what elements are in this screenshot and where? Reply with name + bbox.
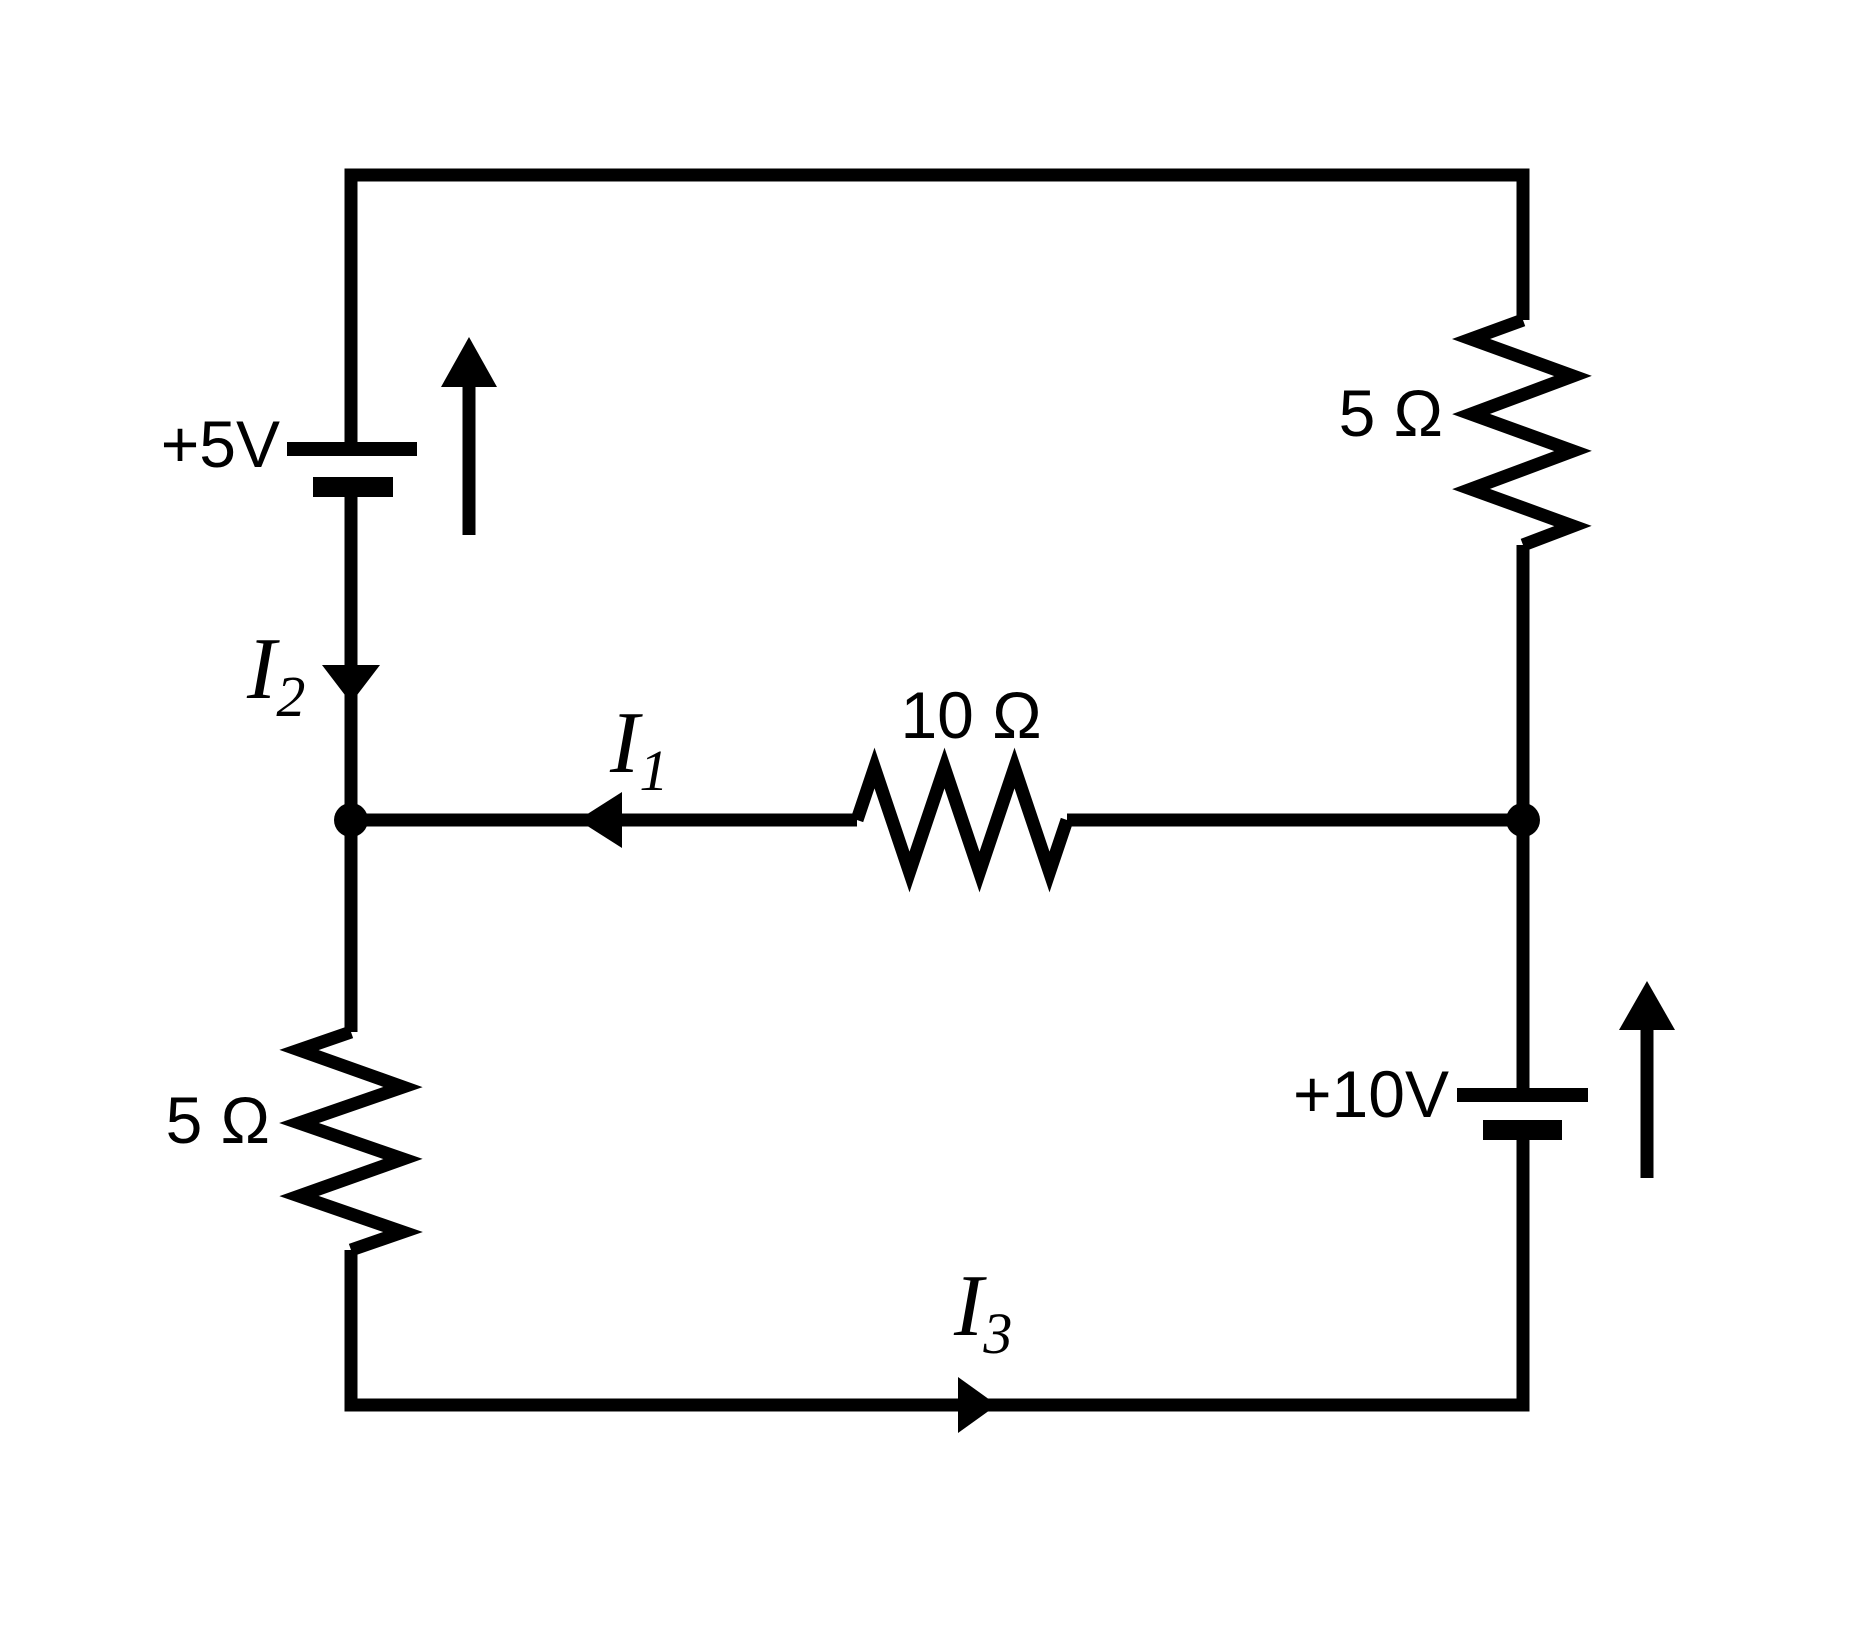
- current-label-i1: I1: [609, 695, 668, 803]
- current-i1-symbol: I: [609, 695, 643, 792]
- junction-dot-left: [334, 803, 368, 837]
- current-label-i3: I3: [953, 1258, 1012, 1366]
- junction-dot-right: [1506, 803, 1540, 837]
- up-arrow-icon: [1619, 981, 1675, 1030]
- resistor-bottom-left-zigzag: [279, 1025, 423, 1257]
- battery-right-voltage-label: +10V: [1293, 1057, 1449, 1131]
- current-i3-symbol: I: [953, 1258, 987, 1355]
- resistor-middle-value-label: 10 Ω: [900, 678, 1041, 752]
- stroke-layer: [279, 168, 1654, 1412]
- i3-right-arrowhead-icon: [958, 1377, 997, 1433]
- current-i1-subscript: 1: [639, 738, 668, 803]
- battery-left-voltage-label: +5V: [161, 407, 280, 481]
- label-layer: +5V +10V 10 Ω 5 Ω 5 Ω I1 I2 I3: [161, 376, 1449, 1366]
- current-i2-symbol: I: [246, 621, 280, 718]
- current-i3-subscript: 3: [982, 1301, 1012, 1366]
- fill-layer: [322, 337, 1675, 1433]
- resistor-bottom-left-value-label: 5 Ω: [166, 1083, 270, 1157]
- resistor-middle-zigzag: [850, 747, 1074, 893]
- i2-down-arrowhead-icon: [322, 665, 380, 703]
- current-i2-subscript: 2: [276, 664, 305, 729]
- up-arrow-icon: [441, 337, 497, 387]
- i1-left-arrowhead-icon: [578, 792, 622, 848]
- resistor-top-right-zigzag: [1451, 313, 1592, 552]
- current-label-i2: I2: [246, 621, 305, 729]
- resistor-top-right-value-label: 5 Ω: [1339, 376, 1443, 450]
